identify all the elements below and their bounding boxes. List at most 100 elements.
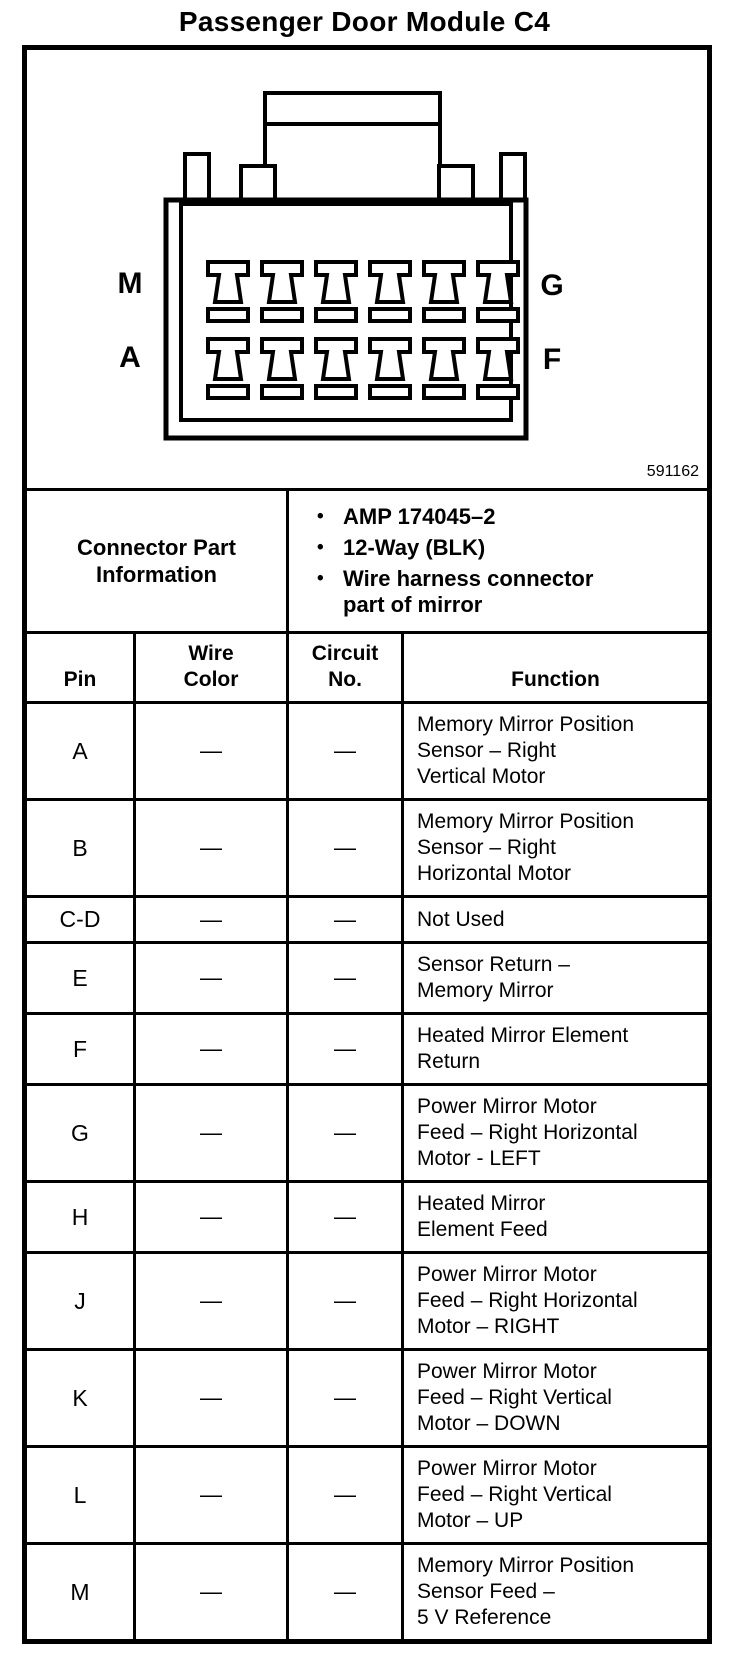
terminal-cavity (368, 337, 412, 381)
terminal-slot (314, 307, 358, 323)
connector-right-rail (499, 152, 527, 202)
function-cell: Power Mirror Motor Feed – Right Vertical… (401, 1445, 711, 1545)
function-cell: Power Mirror Motor Feed – Right Vertical… (401, 1348, 711, 1448)
pin-cell: G (23, 1083, 136, 1183)
wire-color-cell: — (133, 1348, 289, 1448)
pin-cell: J (23, 1251, 136, 1351)
bullet-text: Wire harness connector part of mirror (343, 566, 594, 617)
wire-color-cell: — (133, 1445, 289, 1545)
pin-cell: C-D (23, 895, 136, 944)
bullet-list: • AMP 174045–2 • 12-Way (BLK) • Wire har… (317, 504, 699, 618)
header-pin: Pin (23, 631, 136, 704)
table-row: G — — Power Mirror Motor Feed – Right Ho… (23, 1083, 711, 1183)
terminal-cavity (260, 260, 304, 304)
circuit-no-cell: — (286, 1083, 404, 1183)
connector-info-row: Connector Part Information • AMP 174045–… (23, 488, 711, 634)
circuit-no-cell: — (286, 701, 404, 801)
bullet-item: • 12-Way (BLK) (317, 535, 699, 561)
terminal-slot (476, 384, 520, 400)
header-function: Function (401, 631, 711, 704)
circuit-no-cell: — (286, 798, 404, 898)
circuit-no-cell: — (286, 1251, 404, 1351)
connector-top-tab (263, 91, 442, 202)
terminal-cavity (422, 337, 466, 381)
wire-color-cell: — (133, 1180, 289, 1254)
wire-color-cell: — (133, 1251, 289, 1351)
pin-label-bottom-left: A (119, 341, 141, 374)
terminal-grid (206, 260, 520, 400)
table-row: E — — Sensor Return – Memory Mirror (23, 941, 711, 1015)
bullet-icon: • (317, 537, 324, 558)
terminal-slot (368, 384, 412, 400)
pin-cell: K (23, 1348, 136, 1448)
function-cell: Memory Mirror Position Sensor Feed – 5 V… (401, 1542, 711, 1643)
terminal-cavity (422, 260, 466, 304)
circuit-no-cell: — (286, 1445, 404, 1545)
function-cell: Power Mirror Motor Feed – Right Horizont… (401, 1083, 711, 1183)
terminal-cavity (206, 260, 250, 304)
table-row: C-D — — Not Used (23, 895, 711, 944)
table-row: K — — Power Mirror Motor Feed – Right Ve… (23, 1348, 711, 1448)
terminal-slot (260, 384, 304, 400)
circuit-no-cell: — (286, 1180, 404, 1254)
pin-label-bottom-right: F (543, 343, 561, 376)
header-circuit-no: Circuit No. (286, 631, 404, 704)
function-cell: Memory Mirror Position Sensor – Right Ve… (401, 701, 711, 801)
function-cell: Not Used (401, 895, 711, 944)
terminal-slot (368, 307, 412, 323)
pin-cell: F (23, 1012, 136, 1086)
terminal-cavity (476, 337, 520, 381)
table-row: A — — Memory Mirror Position Sensor – Ri… (23, 701, 711, 801)
connector-left-bump (239, 164, 277, 202)
table-row: H — — Heated Mirror Element Feed (23, 1180, 711, 1254)
table-row: L — — Power Mirror Motor Feed – Right Ve… (23, 1445, 711, 1545)
connector-info-bullets: • AMP 174045–2 • 12-Way (BLK) • Wire har… (286, 488, 711, 634)
bullet-text: AMP 174045–2 (343, 504, 496, 529)
terminal-cavity (260, 337, 304, 381)
connector-info-label: Connector Part Information (23, 488, 289, 634)
terminal-cavity (206, 337, 250, 381)
circuit-no-cell: — (286, 941, 404, 1015)
wire-color-cell: — (133, 1012, 289, 1086)
function-cell: Heated Mirror Element Feed (401, 1180, 711, 1254)
pin-cell: M (23, 1542, 136, 1643)
bullet-icon: • (317, 506, 324, 527)
pin-cell: A (23, 701, 136, 801)
bullet-item: • Wire harness connector part of mirror (317, 566, 699, 618)
connector-left-rail (183, 152, 211, 202)
table-row: F — — Heated Mirror Element Return (23, 1012, 711, 1086)
circuit-no-cell: — (286, 1348, 404, 1448)
table-row: J — — Power Mirror Motor Feed – Right Ho… (23, 1251, 711, 1351)
bullet-item: • AMP 174045–2 (317, 504, 699, 530)
circuit-no-cell: — (286, 895, 404, 944)
terminal-slot (260, 307, 304, 323)
function-cell: Power Mirror Motor Feed – Right Horizont… (401, 1251, 711, 1351)
terminal-cavity (314, 260, 358, 304)
wire-color-cell: — (133, 895, 289, 944)
document-table: M A G F 591162 Connector Part Informatio… (22, 45, 712, 1644)
table-row: B — — Memory Mirror Position Sensor – Ri… (23, 798, 711, 898)
connector-right-bump (437, 164, 475, 202)
page-title: Passenger Door Module C4 (178, 6, 551, 37)
pin-cell: B (23, 798, 136, 898)
pin-cell: H (23, 1180, 136, 1254)
figure-number: 591162 (647, 463, 699, 480)
wire-color-cell: — (133, 941, 289, 1015)
terminal-slot (422, 384, 466, 400)
terminal-slot (206, 384, 250, 400)
pinout-body: A — — Memory Mirror Position Sensor – Ri… (23, 701, 711, 1643)
header-row: Pin Wire Color Circuit No. Function (23, 631, 711, 704)
bullet-text: 12-Way (BLK) (343, 535, 486, 560)
terminal-cavity (476, 260, 520, 304)
pin-label-top-left: M (118, 267, 143, 300)
circuit-no-cell: — (286, 1542, 404, 1643)
function-cell: Sensor Return – Memory Mirror (401, 941, 711, 1015)
pin-cell: L (23, 1445, 136, 1545)
pin-label-top-right: G (540, 269, 563, 302)
function-cell: Heated Mirror Element Return (401, 1012, 711, 1086)
circuit-no-cell: — (286, 1012, 404, 1086)
figure-row: M A G F 591162 (23, 46, 711, 491)
terminal-slot (314, 384, 358, 400)
function-cell: Memory Mirror Position Sensor – Right Ho… (401, 798, 711, 898)
